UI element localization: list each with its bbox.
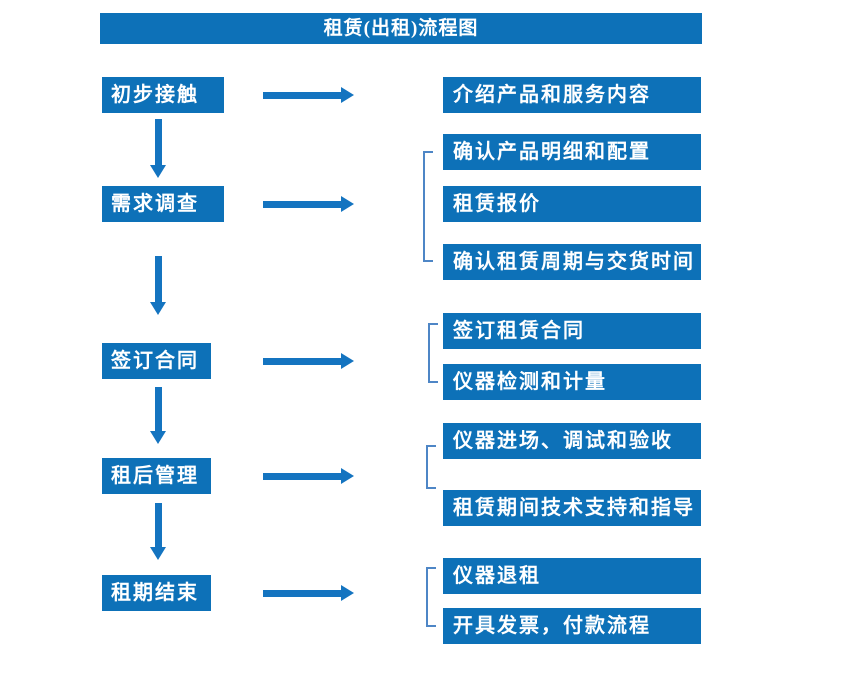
stage-box-initial-contact: 初步接触: [102, 77, 224, 113]
stage-box-demand-survey: 需求调查: [102, 186, 224, 222]
detail-box-sign-rental-contract: 签订租赁合同: [443, 313, 701, 349]
detail-box-confirm-rental-period: 确认租赁周期与交货时间: [443, 244, 701, 280]
arrow-head-icon: [150, 547, 166, 560]
arrow-head-icon: [341, 87, 354, 103]
arrow-shaft: [263, 589, 341, 597]
arrow-head-icon: [150, 302, 166, 315]
down-arrow-3: [150, 387, 166, 444]
right-arrow-1: [263, 87, 354, 103]
arrow-head-icon: [341, 353, 354, 369]
arrow-shaft: [263, 472, 341, 480]
stage-box-post-rental-management: 租后管理: [102, 458, 211, 494]
arrow-shaft: [263, 357, 341, 365]
right-arrow-4: [263, 468, 354, 484]
down-arrow-4: [150, 503, 166, 560]
arrow-shaft: [154, 387, 162, 431]
detail-box-instrument-testing: 仪器检测和计量: [443, 364, 701, 400]
detail-box-instrument-return: 仪器退租: [443, 558, 701, 594]
down-arrow-2: [150, 256, 166, 315]
detail-box-invoice-payment: 开具发票，付款流程: [443, 608, 701, 644]
group-bracket-3: [426, 445, 436, 489]
arrow-head-icon: [341, 196, 354, 212]
arrow-head-icon: [341, 468, 354, 484]
arrow-shaft: [263, 91, 341, 99]
arrow-head-icon: [150, 165, 166, 178]
stage-box-rental-end: 租期结束: [102, 575, 211, 611]
group-bracket-2: [428, 323, 438, 383]
down-arrow-1: [150, 119, 166, 178]
arrow-shaft: [154, 119, 162, 165]
detail-box-rental-quotation: 租赁报价: [443, 186, 701, 222]
right-arrow-5: [263, 585, 354, 601]
group-bracket-1: [423, 151, 433, 262]
detail-box-rental-tech-support: 租赁期间技术支持和指导: [443, 490, 701, 526]
arrow-shaft: [154, 256, 162, 302]
stage-box-sign-contract: 签订合同: [102, 343, 211, 379]
detail-box-introduce-products: 介绍产品和服务内容: [443, 77, 701, 113]
arrow-shaft: [154, 503, 162, 547]
flowchart-title: 租赁(出租)流程图: [100, 13, 702, 44]
right-arrow-2: [263, 196, 354, 212]
group-bracket-4: [426, 567, 436, 627]
detail-box-instrument-setup: 仪器进场、调试和验收: [443, 423, 701, 459]
arrow-head-icon: [150, 431, 166, 444]
arrow-shaft: [263, 200, 341, 208]
right-arrow-3: [263, 353, 354, 369]
arrow-head-icon: [341, 585, 354, 601]
detail-box-confirm-product-details: 确认产品明细和配置: [443, 134, 701, 170]
